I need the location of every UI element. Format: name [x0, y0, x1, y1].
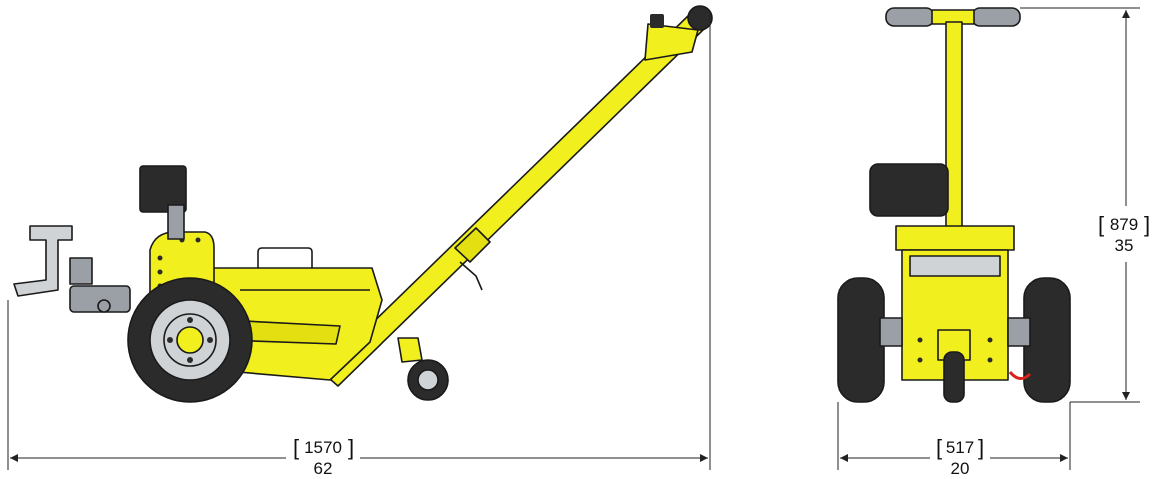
dim-side-length: [ 1570 ] 62 [293, 435, 354, 478]
dim-front-width: [ 517 ] 20 [936, 435, 984, 478]
caster-wheel [397, 337, 449, 401]
dim-length-mm: 1570 [304, 438, 342, 457]
lever-icon [459, 261, 483, 291]
dim-width-mm: 517 [946, 438, 974, 457]
front-caster [937, 329, 971, 403]
front-backrest [869, 163, 949, 217]
front-left-tire [837, 277, 903, 403]
backrest [139, 165, 187, 240]
hitch-coupling [13, 225, 131, 313]
svg-text:]: ] [348, 435, 354, 460]
dim-front-height: [ 879 ] 35 [1098, 212, 1150, 255]
handle-bar [321, 5, 713, 387]
dimension-lines [7, 7, 1140, 470]
dim-width-in: 20 [951, 459, 970, 478]
svg-text:[: [ [293, 435, 299, 460]
side-view [13, 5, 713, 403]
front-view [837, 7, 1071, 403]
svg-text:[: [ [1098, 212, 1104, 237]
svg-text:]: ] [978, 435, 984, 460]
dim-height-in: 35 [1115, 236, 1134, 255]
front-right-tire [1007, 277, 1071, 403]
main-wheel [127, 277, 253, 403]
dim-length-in: 62 [314, 459, 333, 478]
svg-text:]: ] [1144, 212, 1150, 237]
dim-height-mm: 879 [1110, 215, 1138, 234]
handle-knob-icon [687, 5, 713, 31]
svg-text:[: [ [936, 435, 942, 460]
